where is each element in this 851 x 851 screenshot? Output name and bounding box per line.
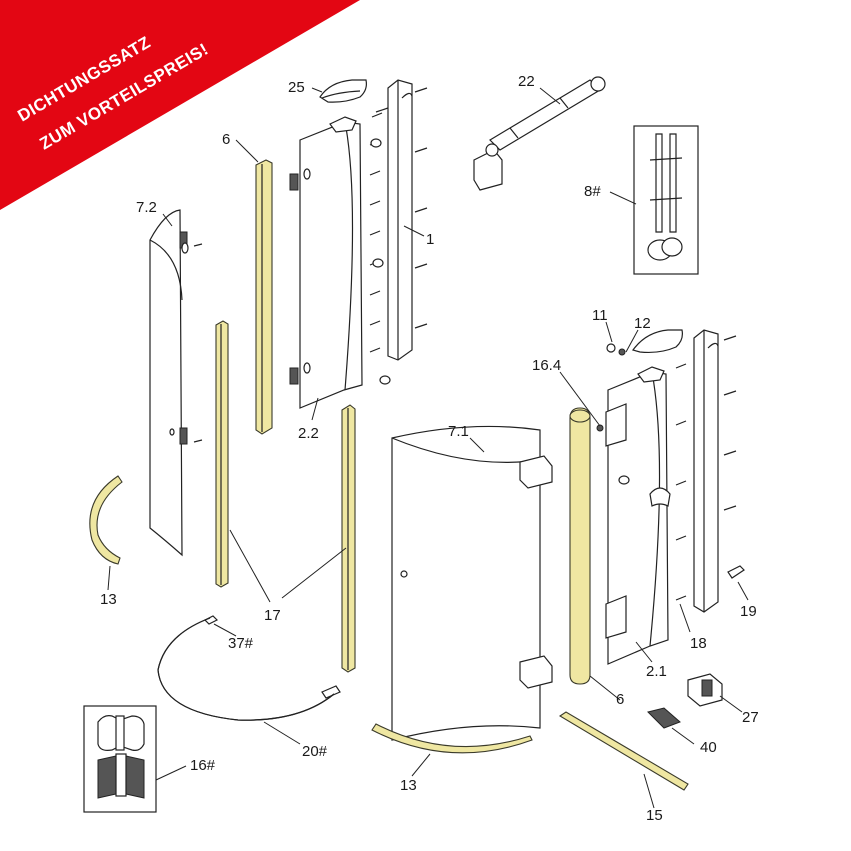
part-27-connector <box>687 673 723 707</box>
part-22-stabilizer-bar <box>473 76 606 191</box>
label-13-bottom: 13 <box>400 777 417 794</box>
label-6-right: 6 <box>616 691 624 708</box>
label-16: 16# <box>190 757 216 774</box>
label-40: 40 <box>700 739 717 756</box>
label-27: 27 <box>742 709 759 726</box>
promo-banner: DICHTUNGSSATZ ZUM VORTEILSPREIS! <box>0 0 360 210</box>
part-labels: 25 22 6 7.2 1 8# 11 12 16.4 2.2 7.1 13 1… <box>100 73 759 824</box>
part-13-curved-seal-left <box>89 475 123 565</box>
part-15-bottom-seal <box>558 711 689 791</box>
part-6-seal-column-right <box>569 407 604 685</box>
label-22: 22 <box>518 73 535 90</box>
label-2-2: 2.2 <box>298 425 319 442</box>
part-6-seal-strip-left <box>255 159 273 435</box>
label-2-1: 2.1 <box>646 663 667 680</box>
part-11-nut <box>606 343 626 356</box>
label-37: 37# <box>228 635 254 652</box>
label-1: 1 <box>426 231 434 248</box>
label-19: 19 <box>740 603 757 620</box>
promo-banner-background <box>0 0 360 210</box>
wall-profile-right <box>693 329 719 613</box>
part-25-cap <box>319 79 367 103</box>
part-40-pad <box>647 707 681 729</box>
label-6-left: 6 <box>222 131 230 148</box>
label-12: 12 <box>634 315 651 332</box>
label-20: 20# <box>302 743 328 760</box>
part-13-curved-seal-bottom <box>371 723 533 754</box>
part-20-curved-track <box>157 617 341 721</box>
label-15: 15 <box>646 807 663 824</box>
label-8: 8# <box>584 183 601 200</box>
part-7-1-front-curved-glass <box>391 425 553 741</box>
part-8-handle-box <box>633 125 699 275</box>
part-2-1-door-panel <box>605 366 671 665</box>
label-7-2: 7.2 <box>136 199 157 216</box>
label-25: 25 <box>288 79 305 96</box>
label-17: 17 <box>264 607 281 624</box>
part-12-cap <box>632 329 683 354</box>
label-16-4: 16.4 <box>532 357 561 374</box>
part-37-clip <box>203 615 219 625</box>
part-1-wall-profile-left <box>375 79 413 361</box>
leader-lines <box>107 87 749 809</box>
part-17-seal-strips <box>215 320 356 673</box>
part-7-2-curved-glass <box>149 209 203 557</box>
label-18: 18 <box>690 635 707 652</box>
label-11: 11 <box>592 307 608 324</box>
label-13-left: 13 <box>100 591 117 608</box>
screws-right-wall <box>675 335 745 601</box>
part-16-hinge-box <box>83 705 157 813</box>
label-7-1: 7.1 <box>448 423 469 440</box>
part-2-2-door-panel <box>289 116 391 409</box>
screws-left-wall <box>369 87 428 353</box>
